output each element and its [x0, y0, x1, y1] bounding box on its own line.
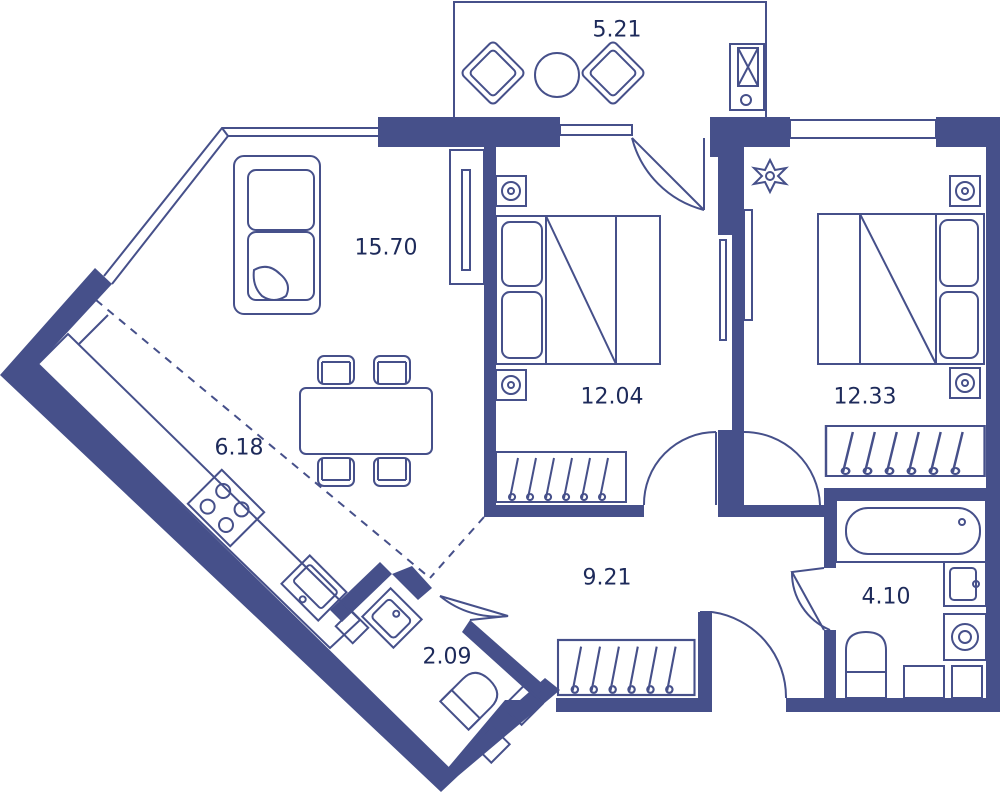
armchair-icon — [459, 39, 527, 107]
walls — [0, 117, 1000, 792]
toilet-icon — [845, 630, 887, 699]
nightstand-icon — [949, 175, 981, 207]
door-icon — [439, 137, 831, 699]
chair-icon — [373, 355, 411, 385]
wardrobe-icon — [824, 424, 986, 478]
hallway-area-label: 9.21 — [582, 565, 632, 591]
toilet-icon — [438, 671, 499, 732]
bedroom-2-area-label: 12.33 — [833, 384, 897, 410]
chair-icon — [373, 457, 411, 487]
nightstand-icon — [949, 367, 981, 399]
balcony-furniture — [459, 39, 765, 111]
round-table-icon — [534, 52, 580, 98]
double-bed-icon — [817, 213, 985, 365]
chair-icon — [317, 457, 355, 487]
washing-machine-icon — [943, 613, 987, 661]
living-room-area-label: 15.70 — [354, 235, 418, 261]
balcony-area-label: 5.21 — [592, 17, 642, 43]
double-bed-icon — [495, 215, 661, 365]
plant-icon — [751, 157, 789, 195]
kitchen-sink-icon — [280, 554, 348, 622]
nightstand-icon — [495, 369, 527, 401]
outlines — [36, 1, 937, 650]
washbasin-icon — [360, 586, 424, 650]
kitchen-area-label: 6.18 — [214, 435, 264, 461]
washbasin-icon — [943, 561, 987, 607]
chair-icon — [317, 355, 355, 385]
bathroom-area-label: 4.10 — [861, 584, 911, 610]
stove-icon — [186, 468, 266, 548]
sofa-icon — [233, 155, 321, 315]
armchair-icon — [579, 39, 647, 107]
wardrobe-icon — [556, 638, 696, 697]
nightstand-icon — [495, 175, 527, 207]
bathtub-icon — [835, 499, 987, 563]
dining-table-icon — [299, 355, 433, 487]
bedroom-1-area-label: 12.04 — [580, 384, 644, 410]
wc-area-label: 2.09 — [422, 644, 472, 670]
wardrobe-icon — [495, 451, 627, 503]
